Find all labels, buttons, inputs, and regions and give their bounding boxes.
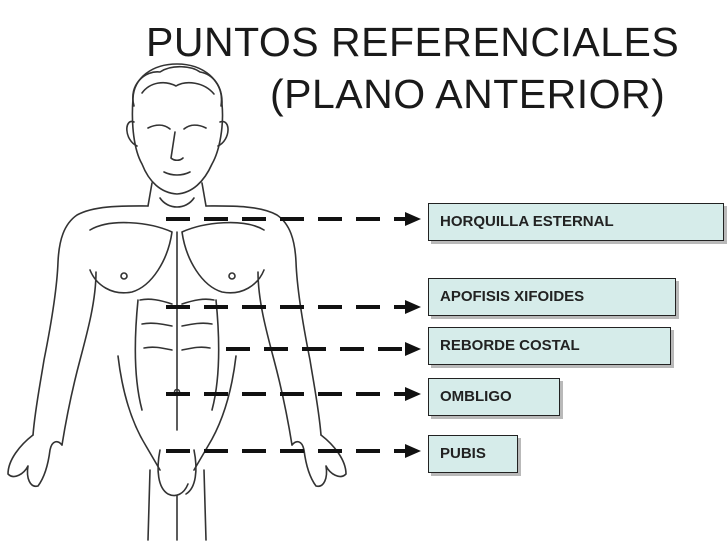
- label-apofisis-xifoides: APOFISIS XIFOIDES: [428, 278, 676, 316]
- arrowhead-pubis: [405, 444, 421, 458]
- label-horquilla-esternal: HORQUILLA ESTERNAL: [428, 203, 724, 241]
- label-text: OMBLIGO: [440, 388, 512, 405]
- arrowhead-reborde: [405, 342, 421, 356]
- label-reborde-costal: REBORDE COSTAL: [428, 327, 671, 365]
- label-pubis: PUBIS: [428, 435, 518, 473]
- title-line-1: PUNTOS REFERENCIALES: [146, 19, 680, 65]
- label-text: APOFISIS XIFOIDES: [440, 288, 585, 305]
- arrow-heads: [405, 212, 421, 458]
- arrowhead-ombligo: [405, 387, 421, 401]
- arrow-lines: [166, 217, 405, 453]
- body-sketch: [7, 63, 347, 541]
- label-text: PUBIS: [440, 445, 486, 462]
- arrowhead-apofisis: [405, 300, 421, 314]
- label-ombligo: OMBLIGO: [428, 378, 560, 416]
- label-text: REBORDE COSTAL: [440, 337, 580, 354]
- arrowhead-horquilla: [405, 212, 421, 226]
- title-line-2: (PLANO ANTERIOR): [270, 71, 666, 117]
- label-text: HORQUILLA ESTERNAL: [440, 213, 614, 230]
